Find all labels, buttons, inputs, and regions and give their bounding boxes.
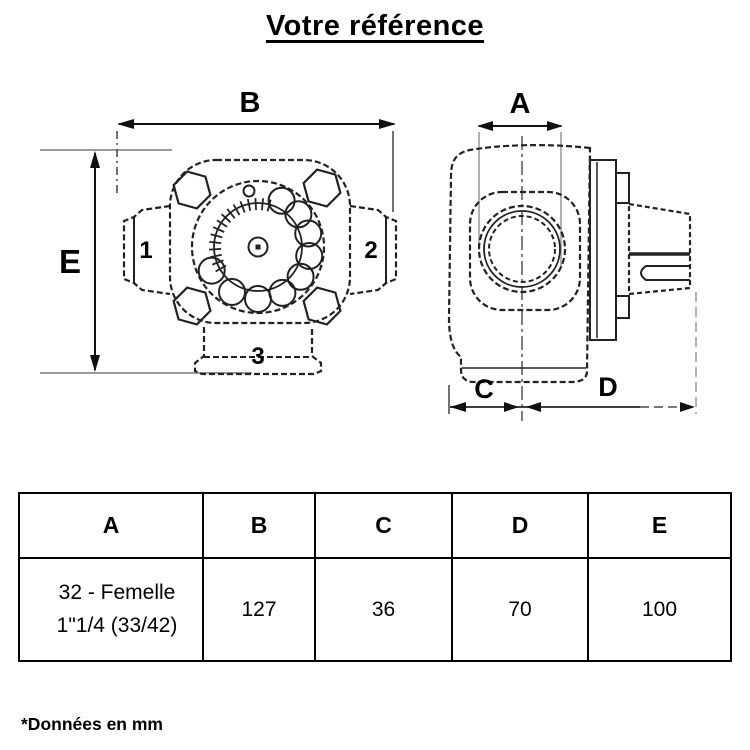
dial-balls bbox=[197, 186, 324, 313]
side-port-bore bbox=[477, 204, 567, 294]
dial-index-mark bbox=[242, 184, 256, 198]
dim-a: A bbox=[477, 88, 563, 268]
dimensions-table: A B C D E 32 - Femelle 1"1/4 (33/42) 127… bbox=[18, 492, 732, 662]
side-body-outline bbox=[447, 144, 592, 384]
port-1-block bbox=[122, 204, 171, 296]
cell-reference: 32 - Femelle 1"1/4 (33/42) bbox=[18, 557, 204, 662]
dim-e-label: E bbox=[59, 243, 81, 280]
dim-e: E bbox=[59, 151, 100, 372]
dim-c-label: C bbox=[474, 374, 494, 404]
front-view: E B bbox=[40, 87, 398, 376]
side-view: A bbox=[447, 88, 697, 421]
header-col-b: B bbox=[202, 492, 316, 559]
header-col-e: E bbox=[587, 492, 732, 559]
cell-dim-c: 36 bbox=[314, 557, 453, 662]
rotary-dial bbox=[190, 179, 326, 315]
page-title: Votre référence bbox=[0, 10, 750, 43]
cell-dim-e: 100 bbox=[587, 557, 732, 662]
valve-flange-plate bbox=[168, 158, 352, 325]
units-note: *Données en mm bbox=[21, 714, 163, 734]
page-title-text: Votre référence bbox=[265, 10, 485, 42]
dim-d-label: D bbox=[598, 372, 618, 402]
dial-center bbox=[247, 236, 269, 258]
table-header-row: A B C D E bbox=[18, 492, 732, 559]
hex-bolt bbox=[172, 170, 212, 210]
valve-handle bbox=[627, 202, 692, 296]
dim-b-label: B bbox=[240, 87, 261, 119]
dim-c-d: C D bbox=[448, 292, 697, 414]
header-col-c: C bbox=[314, 492, 453, 559]
hex-bolt bbox=[302, 168, 342, 208]
valve-technical-drawing: E B bbox=[40, 87, 697, 421]
port-2-block bbox=[349, 204, 398, 296]
cell-dim-d: 70 bbox=[451, 557, 589, 662]
cell-dim-b: 127 bbox=[202, 557, 316, 662]
port-3-label: 3 bbox=[251, 343, 264, 370]
header-col-a: A bbox=[18, 492, 204, 559]
port-3-block bbox=[193, 327, 323, 376]
dim-a-label: A bbox=[510, 88, 531, 120]
port-1-label: 1 bbox=[139, 237, 152, 264]
side-flange bbox=[589, 159, 630, 341]
header-col-d: D bbox=[451, 492, 589, 559]
side-face-plate bbox=[468, 190, 582, 312]
port-2-label: 2 bbox=[364, 237, 377, 264]
dim-b: B bbox=[116, 87, 396, 212]
table-row: 32 - Femelle 1"1/4 (33/42) 127 36 70 100 bbox=[18, 557, 732, 662]
